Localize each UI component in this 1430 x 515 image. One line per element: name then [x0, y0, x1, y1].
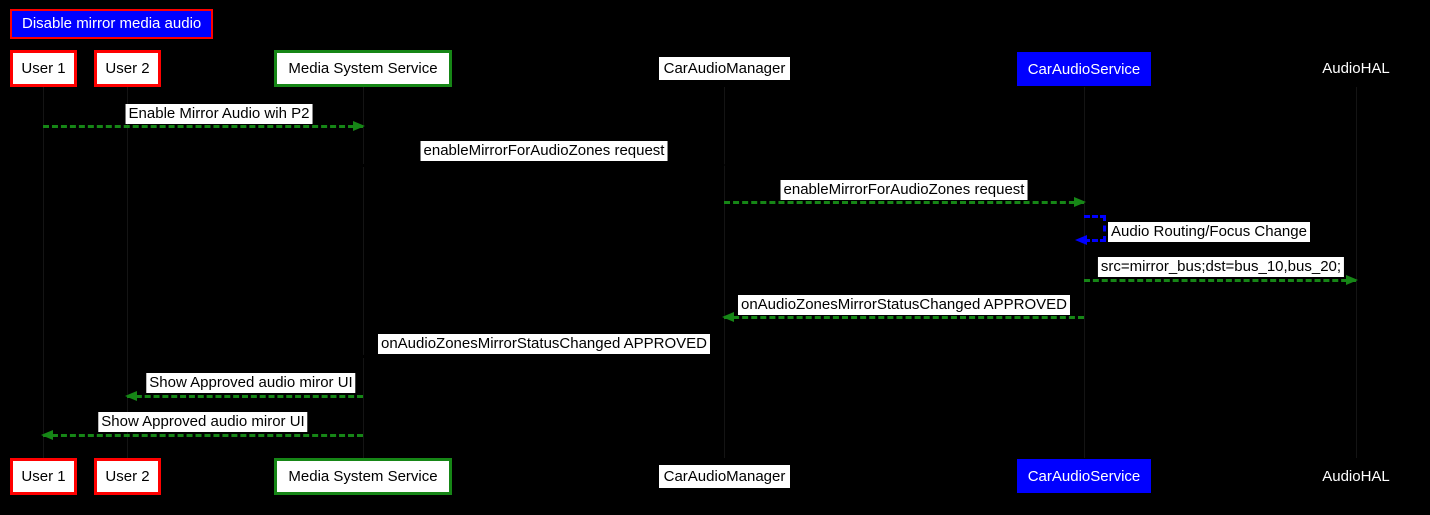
actor-top-user2: User 2 — [94, 50, 161, 87]
message-label-enable-mirror-zones-2: enableMirrorForAudioZones request — [780, 180, 1028, 200]
message-arrow-enable-mirror-zones-2 — [724, 197, 1086, 207]
message-label-show-approved-2: Show Approved audio miror UI — [98, 412, 308, 432]
lifeline-user1 — [43, 87, 44, 458]
actor-top-car-audio-manager: CarAudioManager — [659, 57, 790, 80]
arrow-head-left-icon — [722, 312, 734, 322]
message-label-status-changed-1: onAudioZonesMirrorStatusChanged APPROVED — [737, 295, 1071, 315]
actor-bottom-user2: User 2 — [94, 458, 161, 495]
arrow-head-left-icon — [41, 430, 53, 440]
self-loop-audio-routing — [1084, 215, 1106, 242]
actor-bottom-car-audio-manager: CarAudioManager — [659, 465, 790, 488]
actor-bottom-car-audio-service: CarAudioService — [1017, 459, 1151, 493]
message-arrow-show-approved-2 — [41, 430, 363, 440]
lifeline-car-audio-service — [1084, 87, 1085, 458]
actor-top-audio-hal: AudioHAL — [1322, 60, 1390, 77]
lifeline-audio-hal — [1356, 87, 1357, 458]
actor-top-media-system-service: Media System Service — [274, 50, 452, 87]
arrow-head-right-icon — [1346, 275, 1358, 285]
actor-top-user1: User 1 — [10, 50, 77, 87]
actor-top-car-audio-service: CarAudioService — [1017, 52, 1151, 86]
arrow-head-left-icon — [361, 351, 373, 361]
arrow-head-right-icon — [353, 121, 365, 131]
message-label-audio-routing: Audio Routing/Focus Change — [1108, 222, 1310, 242]
arrow-head-right-icon — [1074, 197, 1086, 207]
arrow-head-right-icon — [714, 160, 726, 170]
arrow-head-left-icon — [1075, 235, 1087, 245]
message-arrow-show-approved-1 — [125, 391, 363, 401]
actor-bottom-media-system-service: Media System Service — [274, 458, 452, 495]
lifeline-car-audio-manager — [724, 87, 725, 458]
message-arrow-src-mirror-bus — [1084, 275, 1358, 285]
lifeline-media-system-service — [363, 87, 364, 458]
message-label-enable-mirror-zones-1: enableMirrorForAudioZones request — [420, 141, 668, 161]
actor-bottom-user1: User 1 — [10, 458, 77, 495]
message-label-enable-mirror-audio: Enable Mirror Audio wih P2 — [125, 104, 313, 124]
message-label-src-mirror-bus: src=mirror_bus;dst=bus_10,bus_20; — [1097, 257, 1345, 277]
diagram-title: Disable mirror media audio — [10, 9, 214, 39]
message-arrow-status-changed-2 — [361, 351, 724, 361]
actor-bottom-audio-hal: AudioHAL — [1322, 468, 1390, 485]
arrow-head-left-icon — [125, 391, 137, 401]
message-label-status-changed-2: onAudioZonesMirrorStatusChanged APPROVED — [377, 334, 711, 354]
message-arrow-status-changed-1 — [722, 312, 1084, 322]
message-arrow-enable-mirror-zones-1 — [363, 160, 726, 170]
message-arrow-enable-mirror-audio — [43, 121, 365, 131]
lifeline-user2 — [127, 87, 128, 458]
message-label-show-approved-1: Show Approved audio miror UI — [146, 373, 356, 393]
